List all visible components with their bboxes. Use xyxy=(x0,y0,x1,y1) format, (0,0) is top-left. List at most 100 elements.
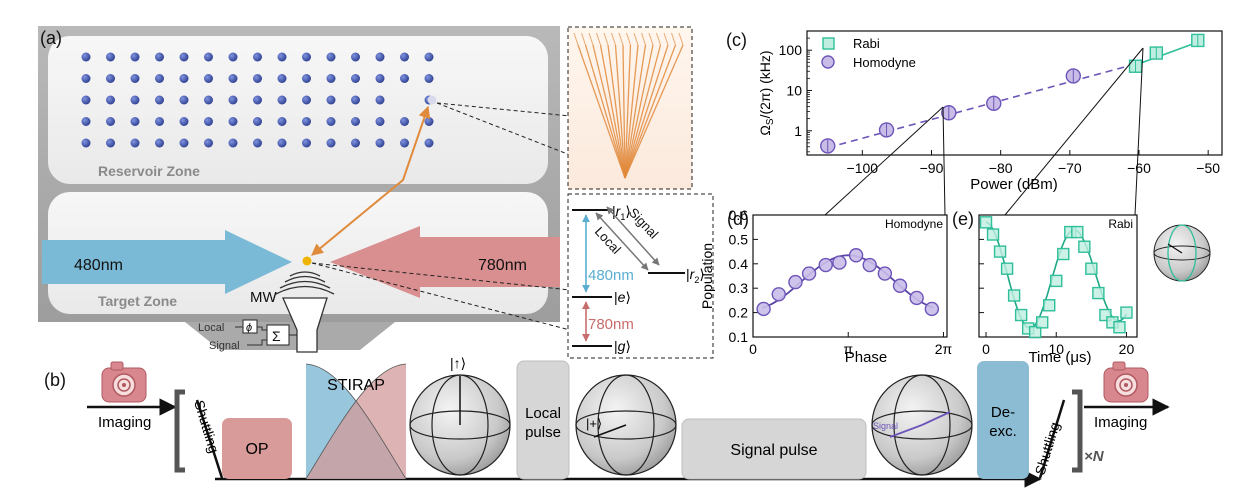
atom xyxy=(253,74,262,83)
atom xyxy=(375,117,385,126)
tweezer-beam-top xyxy=(611,32,616,46)
phase-symbol: ϕ xyxy=(246,322,252,334)
data-point xyxy=(1078,240,1091,253)
tweezer-beam-top xyxy=(656,32,661,46)
imaging-right-label: Imaging xyxy=(1094,414,1147,431)
data-point xyxy=(1120,306,1133,319)
atom xyxy=(351,52,360,62)
y-tick-label: 10 xyxy=(786,82,802,98)
local-pulse-label-1: Local xyxy=(525,405,561,422)
level-e: |e⟩ xyxy=(614,289,631,305)
mw-label: MW xyxy=(250,289,277,306)
connector-lines xyxy=(824,47,1144,216)
atom xyxy=(302,95,311,105)
atom xyxy=(179,74,189,83)
data-point xyxy=(1113,321,1126,334)
data-point xyxy=(1071,225,1084,239)
plot-d-title: Homodyne xyxy=(885,217,943,231)
data-point xyxy=(892,278,908,293)
data-point xyxy=(1085,262,1098,275)
atom xyxy=(400,117,409,126)
tweezer-beam xyxy=(592,44,626,179)
atom xyxy=(326,74,336,83)
data-point xyxy=(986,228,1000,241)
atom xyxy=(179,95,189,105)
atom xyxy=(179,138,189,148)
x-tick-label: −90 xyxy=(920,160,944,176)
deexc-label-2: exc. xyxy=(989,423,1017,440)
atom xyxy=(326,95,336,105)
blue-beam-arrow xyxy=(42,230,292,294)
tweezer-beam-top xyxy=(626,32,631,46)
atom xyxy=(302,138,311,148)
data-point xyxy=(1000,262,1014,275)
y-tick-label: 100 xyxy=(779,42,803,58)
x-tick-label: −70 xyxy=(1058,160,1082,176)
tweezer-beam-top xyxy=(671,32,676,46)
data-point xyxy=(1007,289,1021,302)
atom xyxy=(351,95,360,105)
atom xyxy=(351,74,360,83)
emptied-site xyxy=(427,95,437,105)
x-tick-label: −100 xyxy=(847,160,879,176)
atom xyxy=(375,52,385,62)
atom xyxy=(81,95,91,105)
bloch-sphere-small xyxy=(1153,224,1211,282)
atom xyxy=(204,52,213,62)
data-point xyxy=(877,266,893,281)
panel-a-label: (a) xyxy=(40,28,62,48)
op-block xyxy=(222,418,292,479)
data-point xyxy=(862,257,877,273)
atom xyxy=(326,117,336,126)
y-tick-label: 1 xyxy=(794,123,802,139)
atom xyxy=(375,74,385,83)
atom xyxy=(228,138,238,148)
camera-icon-left xyxy=(101,361,147,403)
y-tick-label: 0.5 xyxy=(729,231,749,247)
mw-antenna: Σ ϕ xyxy=(235,271,335,353)
legend-rabi-label: Rabi xyxy=(853,36,880,51)
tweezer-beam xyxy=(624,44,639,179)
tweezer-beam-top xyxy=(633,32,639,46)
atom xyxy=(277,138,287,148)
atom xyxy=(424,117,434,126)
atom xyxy=(400,138,409,148)
level-g: |g⟩ xyxy=(614,338,631,354)
fit-curve xyxy=(761,254,934,309)
atom xyxy=(179,52,189,62)
y-tick-label: 0.3 xyxy=(729,280,749,296)
blue-beam-label: 480nm xyxy=(74,257,123,274)
atom xyxy=(155,138,164,148)
bloch-sphere-1 xyxy=(409,374,511,476)
deexc-block xyxy=(977,361,1029,479)
data-point xyxy=(818,257,833,273)
red-beam-label: 780nm xyxy=(478,257,527,274)
atom xyxy=(106,95,115,105)
data-point xyxy=(801,266,817,281)
plot-c-xlabel: Power (dBm) xyxy=(970,176,1058,193)
y-tick-label: 0.1 xyxy=(729,329,749,345)
stirap-block xyxy=(305,363,407,480)
tweezer-beam xyxy=(577,44,626,179)
data-point xyxy=(1099,308,1112,322)
target-atom xyxy=(302,256,312,266)
plot-d-frame xyxy=(752,214,948,338)
tweezer-beam-top xyxy=(573,32,579,46)
target-zone-label: Target Zone xyxy=(98,293,177,309)
tweezer-beam-top xyxy=(663,32,669,46)
deexc-label-1: De- xyxy=(991,404,1015,421)
atom xyxy=(277,52,287,62)
atom xyxy=(155,95,164,105)
x-tick-label: 20 xyxy=(1119,341,1135,357)
atom xyxy=(204,117,213,126)
level-r2: |r2⟩ xyxy=(686,266,705,285)
atom xyxy=(155,117,164,126)
atom xyxy=(253,117,262,126)
atom xyxy=(351,117,360,126)
x-tick-label: 0 xyxy=(982,341,990,357)
panel-b-label: (b) xyxy=(44,370,66,390)
atom xyxy=(302,74,311,83)
